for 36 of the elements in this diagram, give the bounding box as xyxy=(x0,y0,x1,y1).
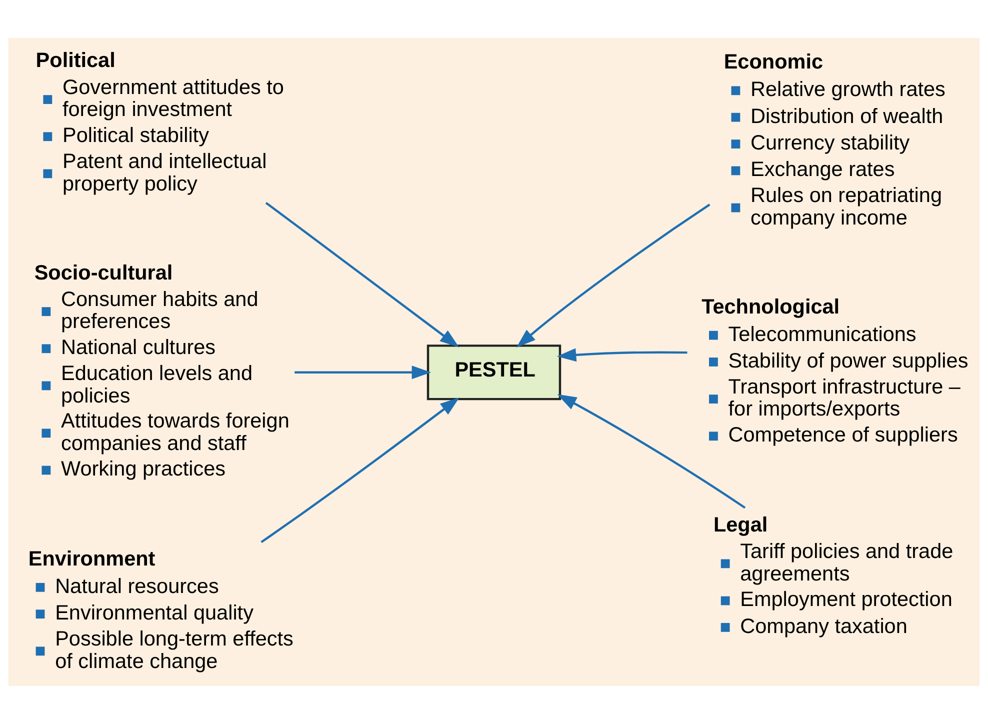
node-label: Relative growth rates xyxy=(750,78,946,101)
node-label: Exchange rates xyxy=(750,158,895,181)
node-label: Political xyxy=(36,48,116,72)
arrow xyxy=(556,348,688,362)
node-label: Company taxation xyxy=(740,614,908,638)
node-label: Political stability xyxy=(62,124,209,147)
node-label: Possible long-term effects of climate change xyxy=(55,627,294,672)
node-label: Distribution of wealth xyxy=(750,104,944,128)
node-label: Economic xyxy=(724,50,824,74)
arrow xyxy=(265,201,460,347)
node-label: Telecommunications xyxy=(728,322,916,346)
node-label: Technological xyxy=(702,294,840,318)
arrow xyxy=(294,365,432,379)
node-label: National cultures xyxy=(61,336,216,359)
node-label: Stability of power supplies xyxy=(728,348,968,372)
node-label: Socio-cultural xyxy=(34,260,173,284)
node-label: Patent and intellectual property policy xyxy=(62,150,267,195)
node-label: Attitudes towards foreign companies and staff xyxy=(61,409,290,454)
node-label: Environmental quality xyxy=(55,601,254,624)
arrow xyxy=(516,203,710,347)
node-label: Government attitudes to foreign investment xyxy=(62,75,284,121)
node-label: Rules on repatriating company income xyxy=(750,184,942,229)
node-label: Transport infrastructure – for imports/exports xyxy=(728,374,960,420)
node-label: Environment xyxy=(28,546,156,570)
node-label: Competence of suppliers xyxy=(728,423,958,446)
arrow xyxy=(260,397,460,543)
node-box: PESTEL xyxy=(426,344,562,400)
node-label: Currency stability xyxy=(750,131,910,154)
node-label: Working practices xyxy=(61,457,226,480)
node-label: Employment protection xyxy=(740,588,952,611)
node-label: Tariff policies and trade agreements xyxy=(740,540,954,585)
node-label: Natural resources xyxy=(55,574,219,598)
node-label: Consumer habits and preferences xyxy=(61,287,258,333)
arrow xyxy=(557,394,746,508)
node-label: Legal xyxy=(713,512,768,536)
node-label: Education levels and policies xyxy=(61,362,253,407)
